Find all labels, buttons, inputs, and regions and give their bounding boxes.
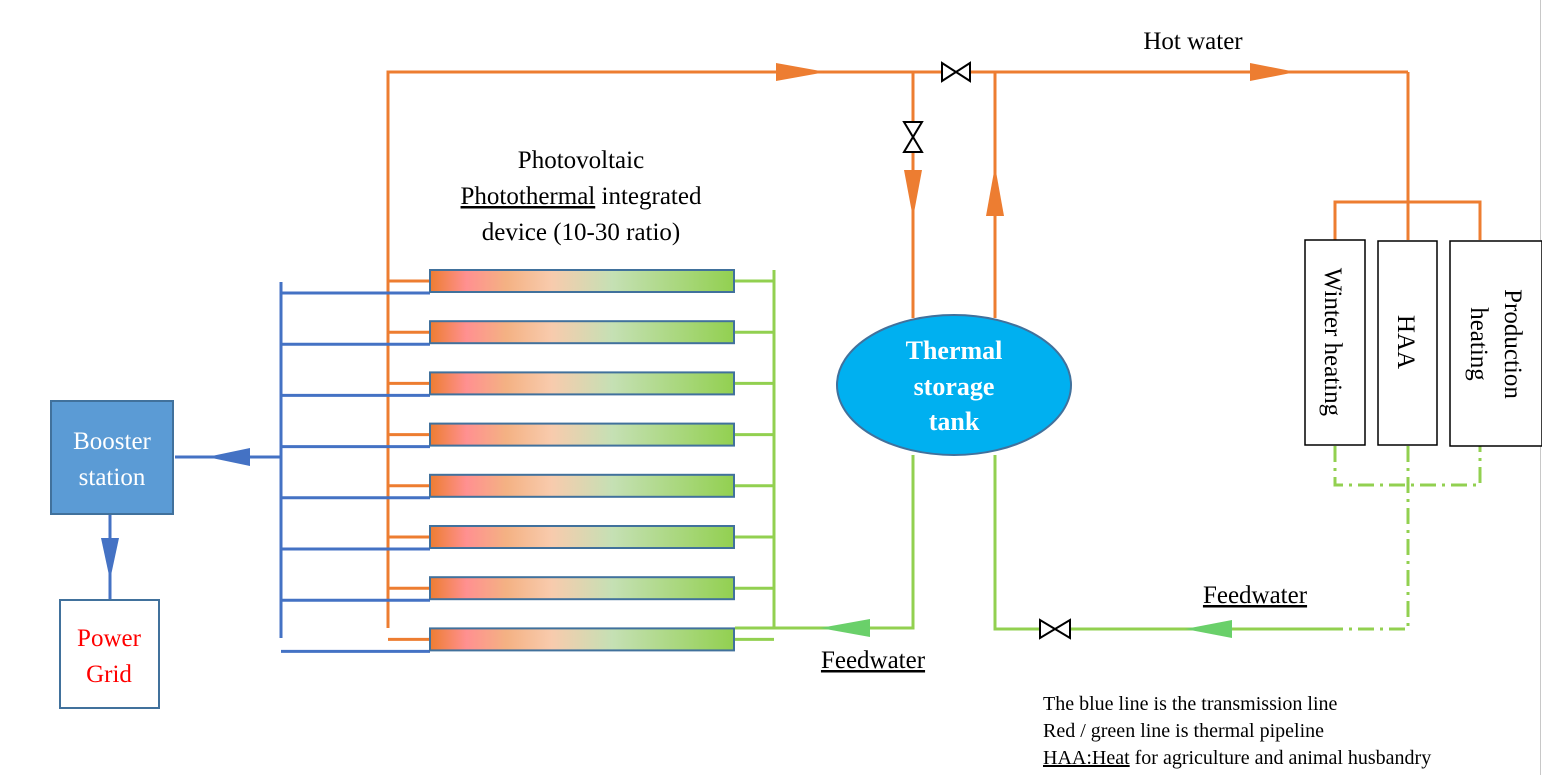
legend: The blue line is the transmission line R… [1043, 693, 1431, 769]
panel-title: Photovoltaic Photothermal integrated dev… [461, 147, 702, 246]
hot-water-pipes [386, 70, 1482, 628]
pv-pt-panel[interactable] [429, 576, 735, 601]
consumer-return-main [1340, 446, 1410, 631]
feedwater-pipes [735, 270, 1340, 631]
feedwater-label-left: Feedwater [821, 647, 926, 674]
consumer-distribution [1333, 200, 1482, 240]
arrow-up-from-tank-icon [986, 166, 1004, 216]
grid-label-line2: Grid [86, 661, 132, 688]
arrow-down-to-tank-icon [904, 170, 922, 218]
production-label-line2: heating [1465, 307, 1492, 381]
booster-box [50, 400, 174, 515]
panel-array [281, 269, 774, 653]
feedwater-return-left [993, 455, 1040, 631]
valve-tank-inlet[interactable] [902, 121, 924, 153]
legend-haa-abbrev: HAA:Heat [1043, 747, 1130, 769]
power-grid[interactable]: Power Grid [59, 599, 160, 709]
haa-label: HAA [1392, 315, 1419, 369]
winter-label: Winter heating [1319, 268, 1346, 417]
feedwater-to-panels [735, 455, 915, 630]
valve-icon [1039, 618, 1057, 640]
panel-title-line2: Photothermal integrated [461, 183, 702, 210]
pv-pt-panel[interactable] [429, 627, 735, 652]
legend-haa-definition: for agriculture and animal husbandry [1130, 747, 1432, 769]
thermal-storage-tank[interactable]: Thermal storage tank [836, 314, 1072, 456]
arrow-to-grid-icon [101, 538, 119, 580]
tank-label-line2: storage [914, 372, 995, 401]
feedwater-label-right: Feedwater [1203, 582, 1308, 609]
grid-label-line1: Power [77, 625, 142, 652]
consumer-production-heating[interactable]: Production heating [1449, 240, 1542, 447]
consumer-return-dashed [1333, 446, 1482, 631]
winter-box [1304, 239, 1366, 446]
pv-pt-panel[interactable] [429, 320, 735, 345]
arrow-feedwater-left-icon [820, 619, 870, 637]
tank-label-line3: tank [929, 407, 980, 436]
production-label-line1: Production [1499, 289, 1526, 399]
panel-title-line3: device (10-30 ratio) [482, 219, 681, 246]
grid-box [59, 599, 160, 709]
booster-label-line2: station [79, 464, 146, 491]
pv-pt-panel[interactable] [429, 422, 735, 447]
booster-station[interactable]: Booster station [50, 400, 174, 515]
arrow-flow-right-icon [776, 63, 826, 81]
panel-title-line1: Photovoltaic [518, 147, 644, 174]
phototermal-word: Photothermal [461, 183, 596, 210]
arrow-hot-water-icon [1250, 63, 1296, 81]
hot-water-label: Hot water [1143, 28, 1243, 55]
valve-icon [941, 61, 958, 83]
pv-pt-panel[interactable] [429, 473, 735, 498]
production-box [1449, 240, 1542, 447]
consumer-winter-heating[interactable]: Winter heating [1304, 239, 1366, 446]
valve-icon [902, 121, 924, 139]
valve-icon [1053, 618, 1071, 640]
tank-label-line1: Thermal [906, 336, 1003, 365]
consumer-haa[interactable]: HAA [1377, 240, 1438, 446]
arrow-feedwater-right-icon [1185, 620, 1232, 638]
tank-ellipse [836, 314, 1072, 456]
valve-top[interactable] [941, 61, 971, 83]
title-rest: integrated [595, 183, 702, 210]
booster-label-line1: Booster [73, 428, 151, 455]
legend-line-transmission: The blue line is the transmission line [1043, 693, 1338, 715]
pv-pt-panel[interactable] [429, 525, 735, 549]
legend-line-haa: HAA:Heat for agriculture and animal husb… [1043, 747, 1431, 769]
valve-icon [954, 61, 971, 83]
legend-line-thermal: Red / green line is thermal pipeline [1043, 720, 1324, 742]
valve-feedwater[interactable] [1039, 618, 1071, 640]
pv-pt-panel[interactable] [429, 371, 735, 396]
arrow-to-booster-icon [207, 448, 250, 466]
valve-icon [902, 135, 924, 153]
haa-box [1377, 240, 1438, 446]
collector-hot-header [386, 70, 942, 628]
pv-pt-panel[interactable] [429, 269, 735, 293]
